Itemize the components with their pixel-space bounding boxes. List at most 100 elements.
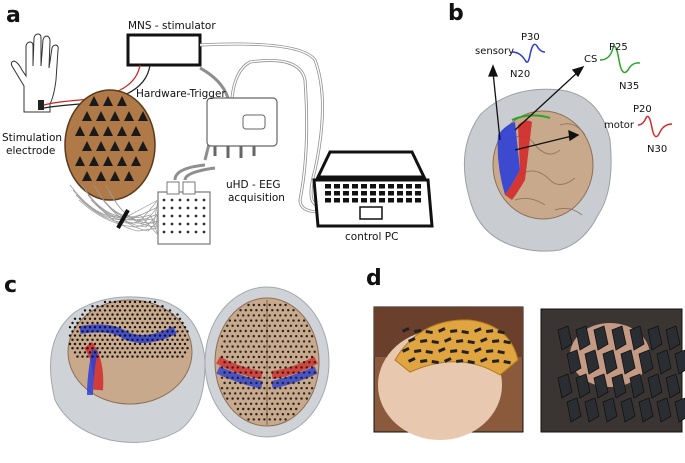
electrode-dot [263,418,266,421]
electrode-dot [166,330,169,333]
electrode-dot [226,387,229,390]
electrode-dot [183,326,187,329]
electrode-dot [281,329,285,333]
panel-a-label: a [6,3,21,28]
electrode-dot [83,342,87,346]
electrode-dot [239,309,242,312]
electrode-dot [93,326,97,329]
electrode-dot [81,355,84,358]
electrode-dot [176,338,179,341]
amp-connector [162,222,166,226]
electrode-dot [271,371,274,374]
electrode-dot [158,351,162,354]
electrode-dot [265,350,269,353]
electrode-dot [310,345,314,348]
electrode-dot [239,371,242,374]
electrode-dot [96,338,99,341]
electrode-dot [146,321,149,325]
electrode-dot [271,381,274,385]
cap-electrode [402,327,410,333]
electrode-dot [297,402,300,405]
electrode-dot [295,314,298,317]
electrode-dot [287,402,290,405]
amp-connector [202,206,206,210]
electrode-dot [247,387,250,390]
electrode-hood [602,397,618,423]
cap-electrode [124,171,134,181]
electrode-dot [106,313,109,316]
electrode-dot [228,392,232,395]
electrode-dot [116,305,119,308]
electrode-dot [168,334,172,337]
panel-d-label: d [366,266,382,291]
electrode-dot [273,335,277,338]
electrode-dot [96,313,99,316]
electrode-dot [276,309,279,312]
electrode-dot [106,305,109,308]
electrode-dot [138,342,142,346]
electrode-dot [297,329,300,333]
electrode-dot [136,338,139,341]
electrode-dot [289,397,293,400]
electrode-dot [257,335,261,338]
electrode-dot [98,326,102,329]
electrode-dot [183,351,187,354]
electrode-dot [236,355,240,359]
electrode-dot [295,366,298,369]
electrode-dot [178,342,182,346]
electrode-dot [284,418,287,421]
electrode-dot [302,361,306,364]
electrode-dot [76,355,79,358]
electrode-dot [279,303,282,307]
electrode-dot [186,347,189,350]
electrode-dot [131,330,134,333]
laptop-key [415,184,421,189]
cap-electrode [492,339,500,343]
electrode-dot [148,334,152,337]
electrode-dot [265,402,269,405]
electrode-dot [239,413,242,416]
electrode-dot [138,326,142,329]
electrode-dot [242,376,245,379]
electrode-dot [166,321,169,325]
electrode-dot [255,402,258,405]
electrode-dot [292,413,295,416]
laptop-key [379,184,385,189]
laptop-key [352,191,358,196]
electrode-dot [226,366,229,369]
eeg-amplifier [157,181,211,245]
electrode-dot [128,351,132,354]
electrode-dot [265,381,269,385]
amp-connector [194,222,198,226]
electrode-dot [279,387,282,390]
electrode-dot [244,381,247,385]
electrode-dot [131,347,134,350]
electrode-dot [273,366,277,369]
amp-connector [170,198,174,202]
cap-electrode [443,357,452,363]
electrode-dot [244,350,247,353]
cap-electrode [479,337,488,343]
cap-electrode [117,126,127,136]
amp-connector [186,206,190,210]
electrode-dot [161,355,164,358]
electrode-dot [153,342,157,346]
electrode-dot [156,321,159,325]
electrode-dot [98,317,102,320]
electrode-dot [96,330,99,333]
electrode-dot [289,335,293,338]
electrode-dot [260,392,263,395]
laptop-key [334,198,340,203]
cap-electrode [82,111,92,121]
electrode-dot [163,334,167,337]
electrode-dot [244,413,247,416]
electrode-dot [302,329,306,333]
electrode-dot [242,355,245,359]
electrode-hood [674,397,685,423]
cap-electrode [110,141,120,151]
electrode-hood [665,325,681,351]
electrode-dot [292,350,295,353]
cables-white [199,43,324,213]
electrode-dot [146,330,149,333]
electrode-dot [271,340,274,343]
